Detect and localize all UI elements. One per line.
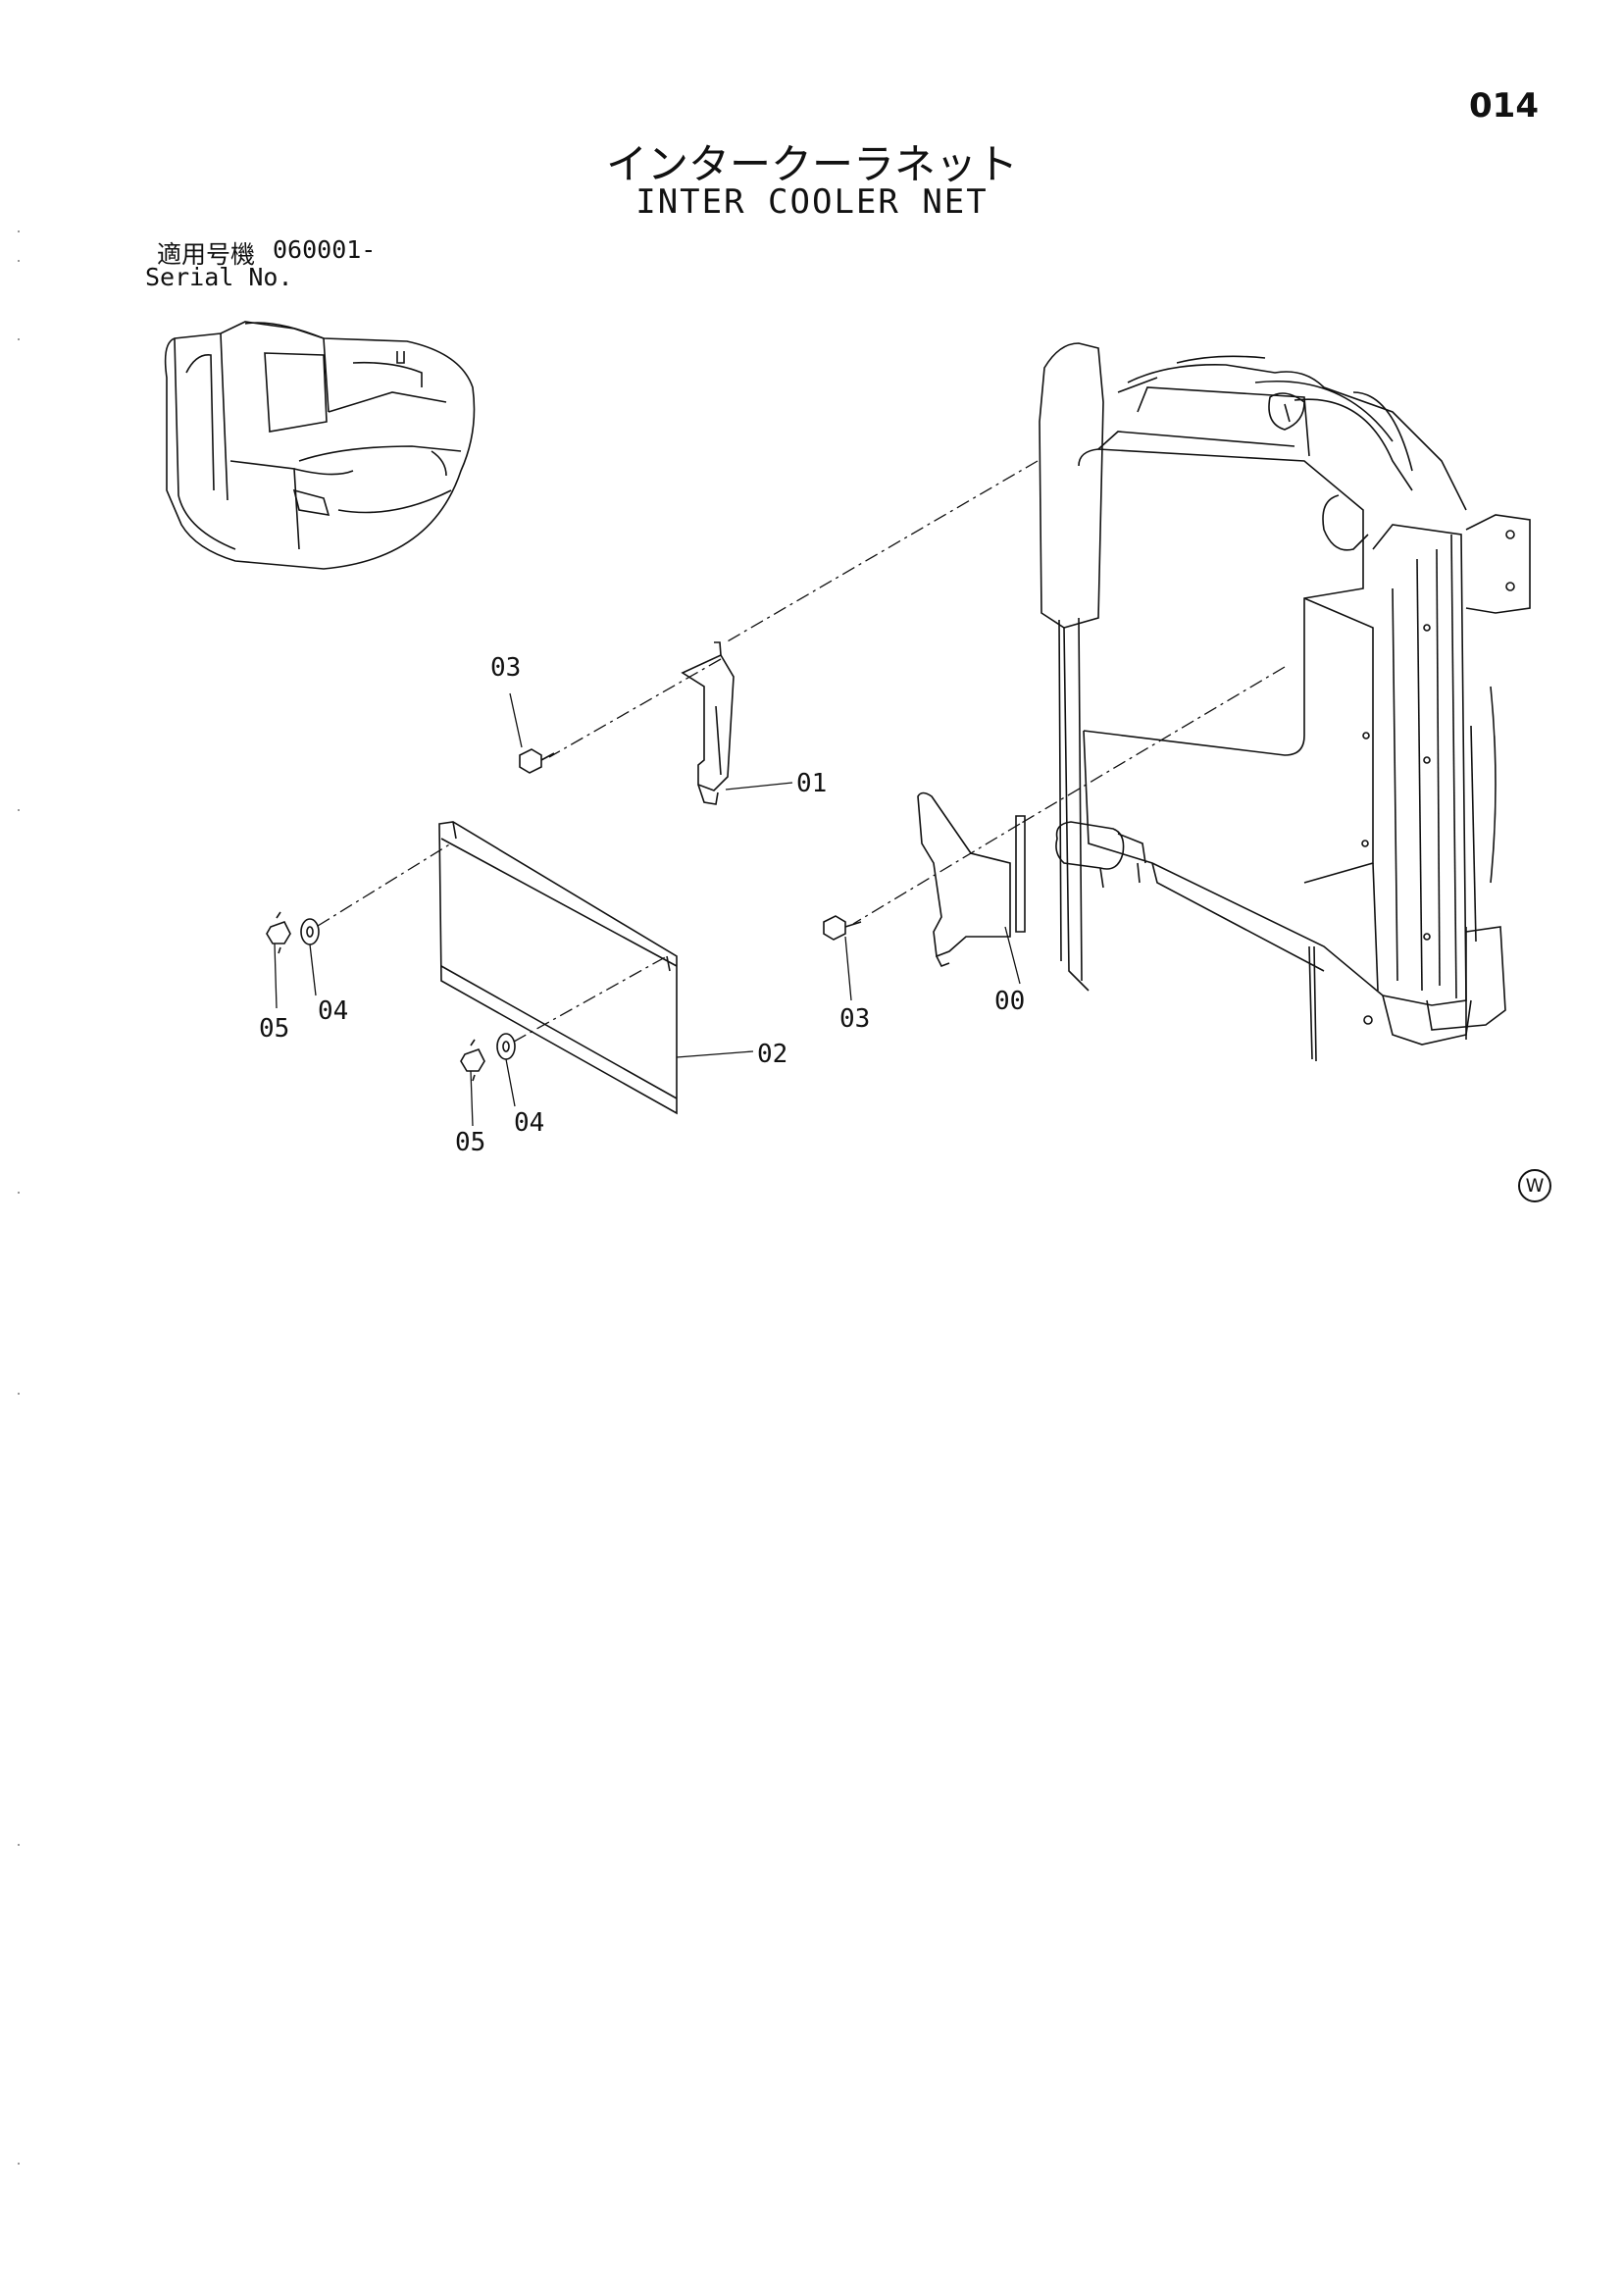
scan-speck (18, 809, 20, 811)
part-04-washer-a (301, 919, 319, 944)
callout-03-upper: 03 (490, 653, 522, 683)
radiator-assembly (1040, 343, 1530, 1061)
page-title-japanese: インタークーラネット (605, 140, 1018, 188)
page-number: 014 (1469, 86, 1539, 126)
scan-speck (18, 260, 20, 262)
scan-speck (18, 2163, 20, 2165)
callout-02: 02 (757, 1040, 788, 1069)
scan-speck (18, 1393, 20, 1395)
circled-w-mark: W (1518, 1169, 1551, 1202)
callout-04-left: 04 (318, 996, 349, 1026)
callout-leaders (275, 693, 1020, 1126)
scan-speck (18, 1192, 20, 1194)
part-02-net (439, 822, 677, 1113)
callout-05-lower: 05 (455, 1128, 486, 1157)
callout-01: 01 (796, 769, 828, 798)
part-00-bracket (918, 793, 1025, 967)
scan-speck (18, 230, 20, 232)
serial-label-japanese: 適用号機 (157, 240, 256, 269)
assembly-lines (318, 461, 1285, 1042)
callout-00: 00 (994, 987, 1026, 1016)
callout-04-lower: 04 (514, 1108, 545, 1138)
part-03-bolt-a (520, 749, 554, 773)
excavator-thumbnail (166, 322, 475, 569)
callout-05-left: 05 (259, 1014, 290, 1044)
scan-speck (18, 1844, 20, 1846)
page-title-english: INTER COOLER NET (635, 182, 989, 222)
callout-03-lower: 03 (839, 1004, 871, 1034)
part-05-wing-nut-b (461, 1040, 484, 1081)
part-04-washer-b (497, 1034, 515, 1059)
serial-label-english: Serial No. (145, 263, 293, 291)
serial-number-value: 060001- (273, 235, 377, 264)
part-03-bolt-b (824, 916, 861, 940)
scan-speck (18, 338, 20, 340)
part-01-bracket (683, 642, 734, 804)
part-05-wing-nut-a (267, 912, 290, 953)
